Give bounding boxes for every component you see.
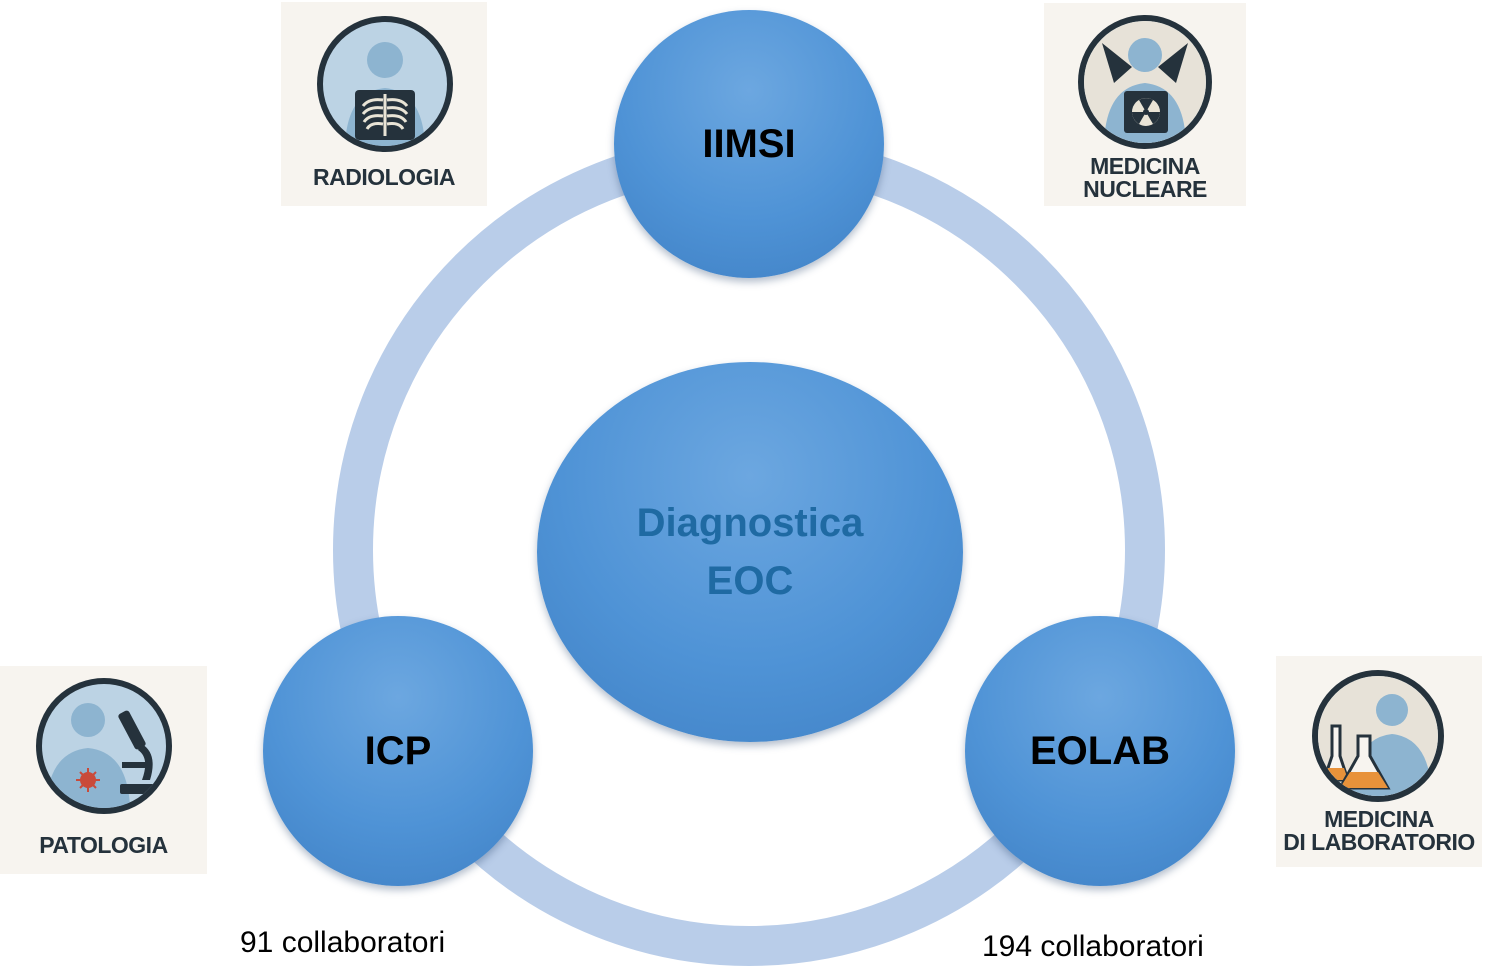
medicina-laboratorio-caption: MEDICINA DI LABORATORIO (1283, 806, 1475, 855)
node-icp-label: ICP (364, 728, 432, 773)
node-iimsi: IIMSI (614, 10, 884, 278)
patologia-caption: PATOLOGIA (39, 832, 168, 858)
center-node: Diagnostica EOC (537, 362, 963, 742)
eolab-collaborator-count: 194 collaboratori (982, 930, 1204, 963)
node-icp: ICP (263, 616, 533, 886)
center-label: Diagnostica EOC (636, 501, 864, 603)
xray-person-icon (317, 16, 453, 152)
medicina-nucleare-caption: MEDICINA NUCLEARE (1083, 153, 1207, 202)
medicina-nucleare-badge: MEDICINA NUCLEARE (1044, 3, 1246, 206)
medicina-laboratorio-badge: MEDICINA DI LABORATORIO (1276, 656, 1482, 867)
radiologia-caption: RADIOLOGIA (313, 164, 455, 190)
patologia-badge: PATOLOGIA (0, 666, 207, 874)
node-iimsi-label: IIMSI (702, 121, 796, 166)
icp-collaborator-count: 91 collaboratori (240, 926, 446, 959)
lab-flask-person-icon (1312, 670, 1444, 802)
radiation-person-icon (1078, 15, 1212, 149)
node-eolab: EOLAB (965, 616, 1235, 886)
microscope-person-icon (36, 678, 172, 814)
radiologia-badge: RADIOLOGIA (281, 2, 487, 206)
node-eolab-label: EOLAB (1030, 728, 1170, 773)
